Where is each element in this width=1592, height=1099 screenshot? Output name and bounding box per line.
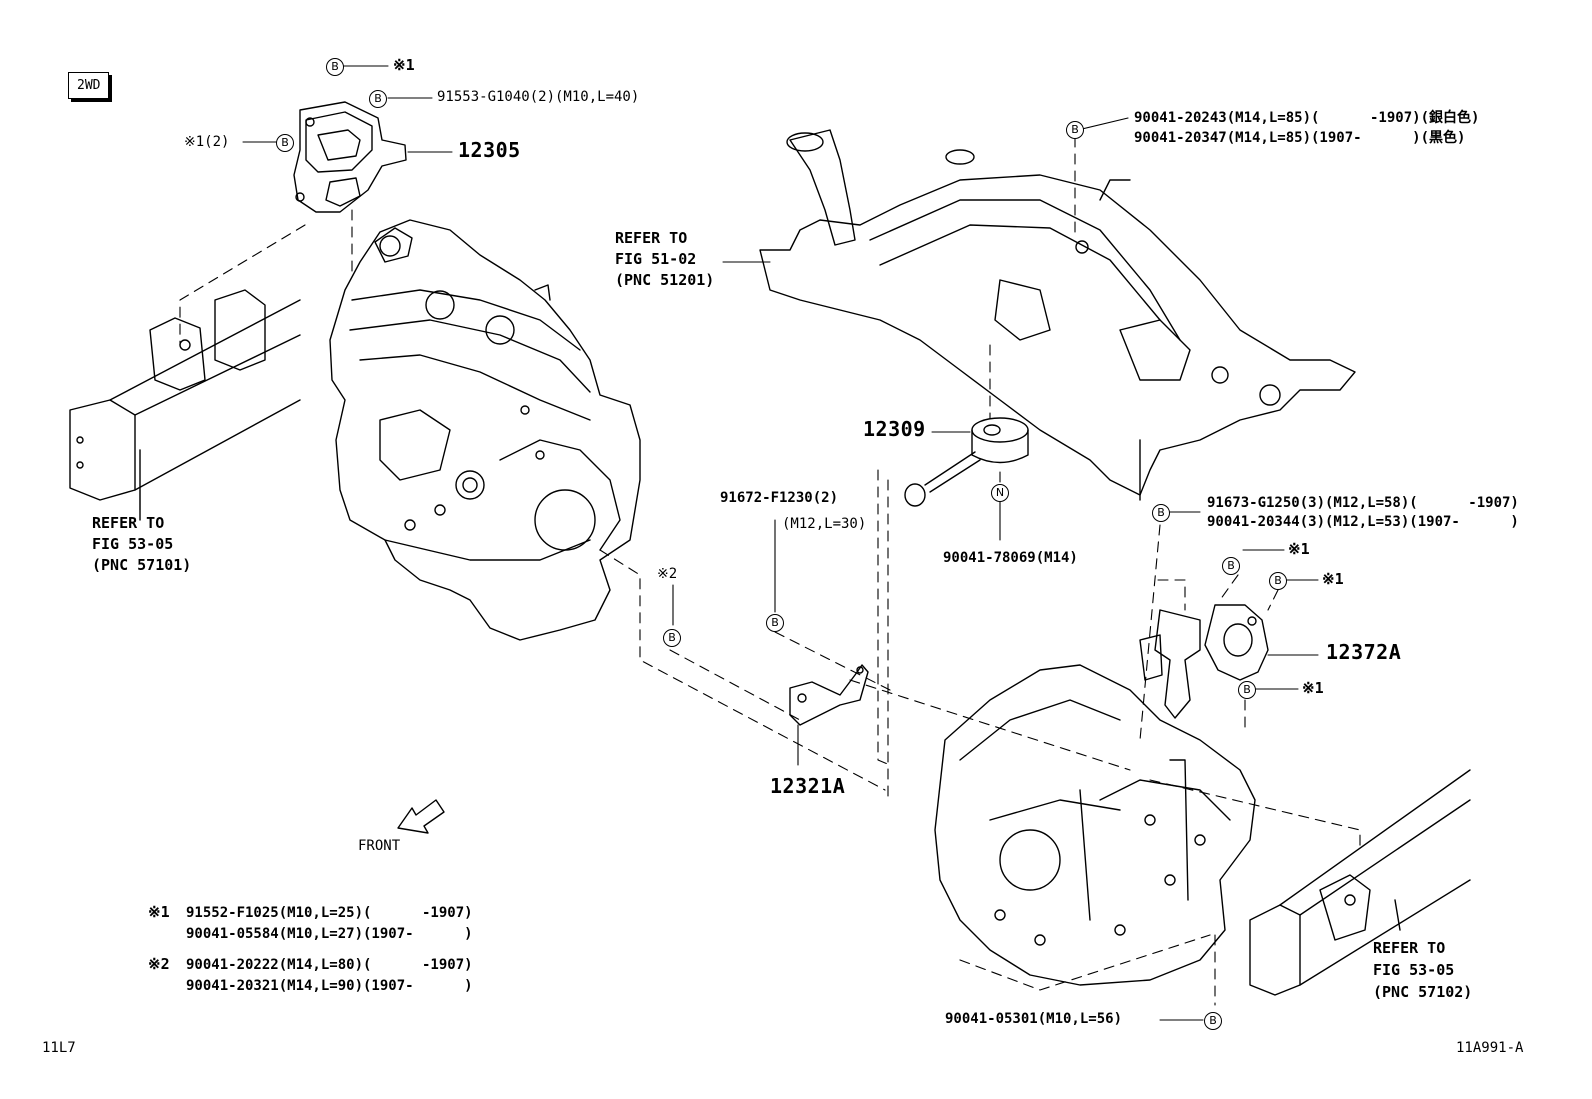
note-1-line-b: 90041-05584(M10,L=27)(1907- ) [186, 926, 473, 942]
transmission-drawing [934, 664, 1256, 986]
engine-mount-12305-drawing [293, 101, 407, 213]
ref-fig53-right-line2: FIG 53-05 [1373, 961, 1455, 979]
note-ref-1: ※1 [393, 56, 415, 74]
ref-fig51-line1: REFER TO [615, 229, 688, 247]
left-frame-rail-drawing [69, 289, 301, 521]
fastener-91673: 91673-G1250(3)(M12,L=58)( -1907) [1207, 495, 1519, 511]
fastener-91672-a: 91672-F1230(2) [720, 490, 839, 506]
ref-fig53-right-line1: REFER TO [1373, 939, 1446, 957]
fastener-90041-20347: 90041-20347(M14,L=85)(1907- )(黒色) [1134, 130, 1466, 146]
bolt-marker: B [276, 134, 294, 152]
note-ref-2: ※2 [657, 566, 678, 582]
leader-lines [139, 65, 1319, 1021]
nut-marker: N [991, 484, 1009, 502]
fastener-90041-05301: 90041-05301(M10,L=56) [945, 1011, 1123, 1027]
front-label: FRONT [358, 838, 401, 854]
bolt-marker: B [1269, 572, 1287, 590]
fastener-90041-20344: 90041-20344(3)(M12,L=53)(1907- ) [1207, 514, 1519, 530]
ref-fig51-line2: FIG 51-02 [615, 250, 697, 268]
note-ref-1: ※1 [1302, 679, 1324, 697]
bolt-marker: B [1222, 557, 1240, 575]
bolt-marker: B [326, 58, 344, 76]
page-code-right: 11A991-A [1456, 1040, 1524, 1056]
part-12309: 12309 [863, 417, 926, 441]
ref-fig51-line3: (PNC 51201) [615, 271, 715, 289]
note-ref-1: ※1 [1288, 540, 1310, 558]
engine-drawing [329, 219, 641, 641]
bolt-marker: B [1152, 504, 1170, 522]
fastener-91672-b: (M12,L=30) [782, 516, 867, 532]
crossmember-drawing [759, 129, 1356, 501]
part-12372A: 12372A [1326, 640, 1402, 664]
torque-rod-12309-drawing [904, 417, 1029, 507]
note-mark-1: ※1 [148, 903, 170, 921]
ref-fig53-left-line1: REFER TO [92, 514, 165, 532]
bolt-marker: B [1238, 681, 1256, 699]
note-mark-2: ※2 [148, 955, 170, 973]
note-1-line-a: 91552-F1025(M10,L=25)( -1907) [186, 905, 473, 921]
page-code-left: 11L7 [42, 1040, 76, 1056]
ref-fig53-right-line3: (PNC 57102) [1373, 983, 1473, 1001]
fastener-90041-78069: 90041-78069(M14) [943, 550, 1078, 566]
fastener-91553: 91553-G1040(2)(M10,L=40) [437, 89, 640, 105]
part-12305: 12305 [458, 138, 521, 162]
note-2-line-b: 90041-20321(M14,L=90)(1907- ) [186, 978, 473, 994]
fastener-90041-20243: 90041-20243(M14,L=85)( -1907)(銀白色) [1134, 110, 1480, 126]
variant-badge: 2WD [68, 72, 110, 99]
ref-fig53-left-line2: FIG 53-05 [92, 535, 174, 553]
right-frame-rail-drawing [1249, 769, 1471, 996]
note-ref-1: ※1 [1322, 570, 1344, 588]
dashed-assembly-lines [179, 136, 1361, 1006]
ref-fig53-left-line3: (PNC 57101) [92, 556, 192, 574]
transmission-mount-12372A-drawing [1139, 604, 1269, 719]
bolt-marker: B [1066, 121, 1084, 139]
front-arrow-icon [397, 799, 445, 834]
note-2-line-a: 90041-20222(M14,L=80)( -1907) [186, 957, 473, 973]
bolt-marker: B [766, 614, 784, 632]
part-12321A: 12321A [770, 774, 846, 798]
bolt-marker: B [1204, 1012, 1222, 1030]
note-ref-1-qty: ※1(2) [184, 134, 230, 150]
bracket-12321A-drawing [789, 664, 869, 726]
bolt-marker: B [663, 629, 681, 647]
bolt-marker: B [369, 90, 387, 108]
